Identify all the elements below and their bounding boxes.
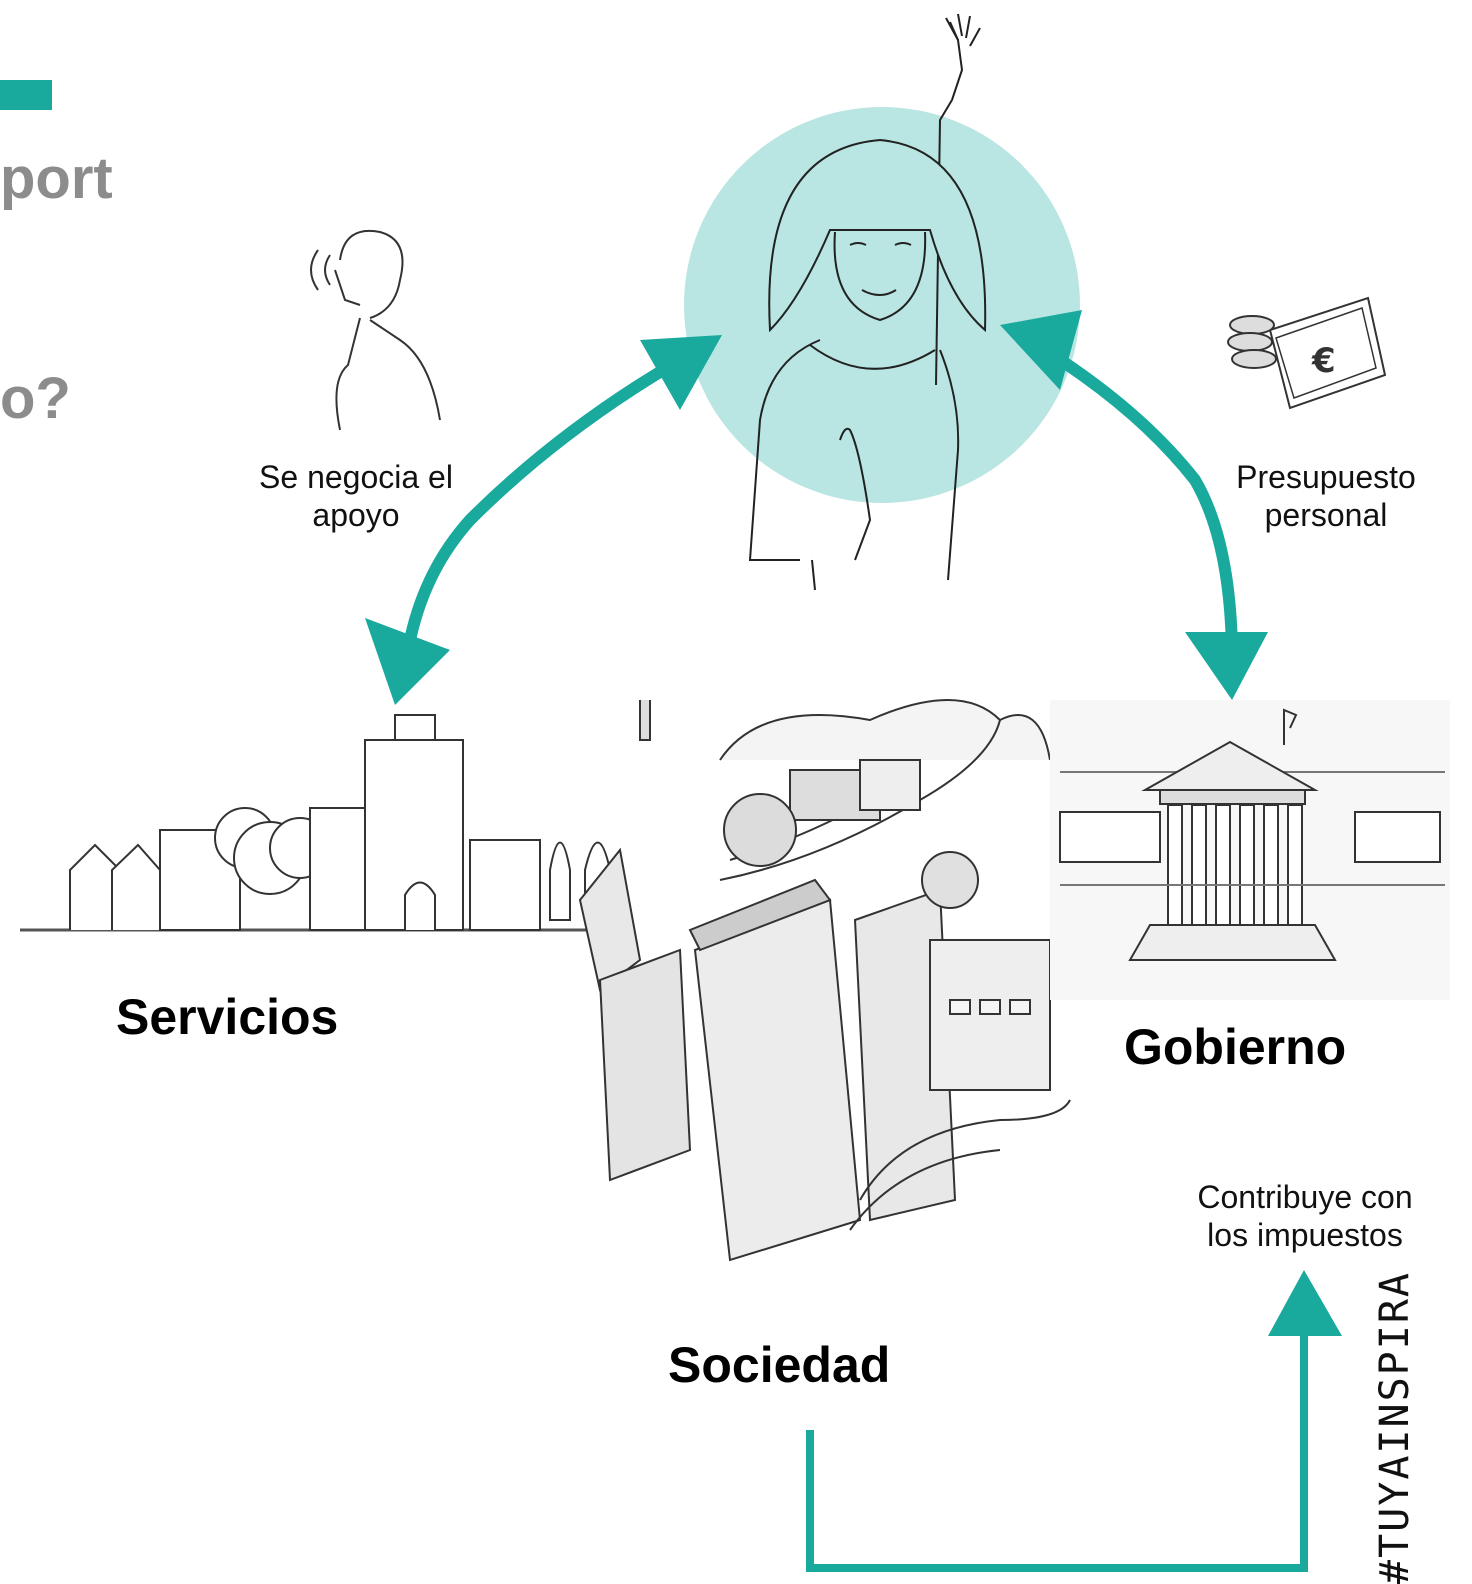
caption-negotiation: Se negocia el apoyo (259, 459, 453, 533)
arrow-woman-government (1000, 310, 1268, 700)
node-label-society: Sociedad (668, 1337, 891, 1393)
node-label-services: Servicios (116, 989, 339, 1045)
page-subtitle-fragment: o? (0, 366, 71, 431)
city-services-icon (20, 714, 611, 932)
hashtag-watermark: #TUYAINSPIRA (1372, 1271, 1418, 1584)
city-society-icon (578, 699, 1071, 1262)
person-phone-icon (310, 229, 441, 431)
money-coins-icon: € (1227, 296, 1387, 410)
parliament-building-icon (1050, 700, 1450, 1000)
svg-text:€: € (1311, 341, 1336, 381)
woman-raising-hand-icon (684, 13, 1080, 591)
caption-personal-budget: Presupuesto personal (1236, 459, 1416, 533)
caption-taxes: Contribuye con los impuestos (1197, 1179, 1413, 1253)
accent-bar (0, 80, 52, 110)
page-title-fragment: port (0, 146, 113, 211)
arrow-woman-services (365, 335, 722, 705)
arrow-society-government (806, 1270, 1342, 1572)
node-label-government: Gobierno (1124, 1019, 1347, 1075)
